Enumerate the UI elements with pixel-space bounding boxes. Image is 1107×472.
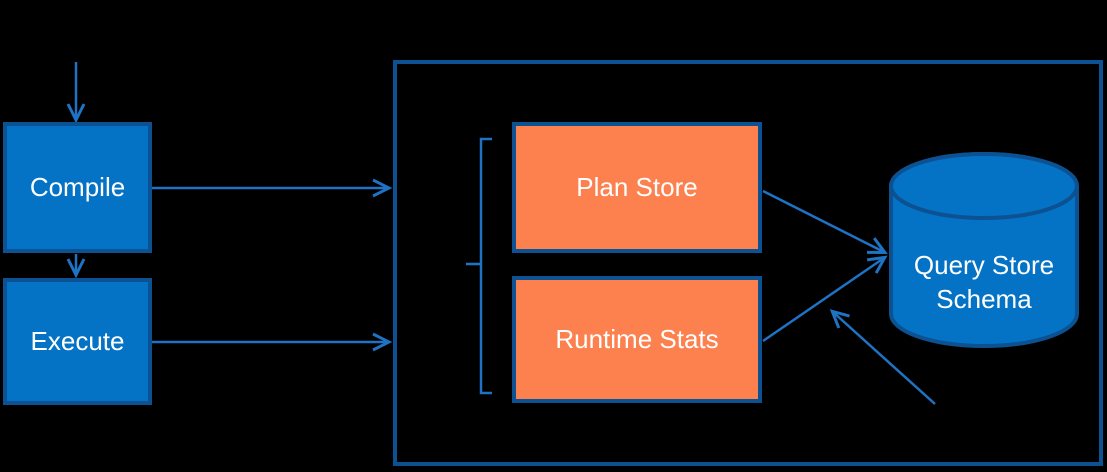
query-store-schema-label: Query Store Schema bbox=[913, 249, 1055, 314]
runtime-stats-node: Runtime Stats bbox=[512, 276, 762, 403]
runtime-stats-label: Runtime Stats bbox=[555, 324, 719, 354]
query-store-schema-node: Query Store Schema bbox=[889, 225, 1079, 340]
compile-node: Compile bbox=[3, 122, 152, 253]
compile-label: Compile bbox=[29, 172, 126, 202]
plan-store-node: Plan Store bbox=[512, 122, 762, 253]
execute-node: Execute bbox=[3, 278, 152, 405]
plan-store-label: Plan Store bbox=[576, 172, 698, 202]
execute-label: Execute bbox=[30, 326, 125, 356]
query-store-container-box bbox=[393, 60, 1103, 466]
